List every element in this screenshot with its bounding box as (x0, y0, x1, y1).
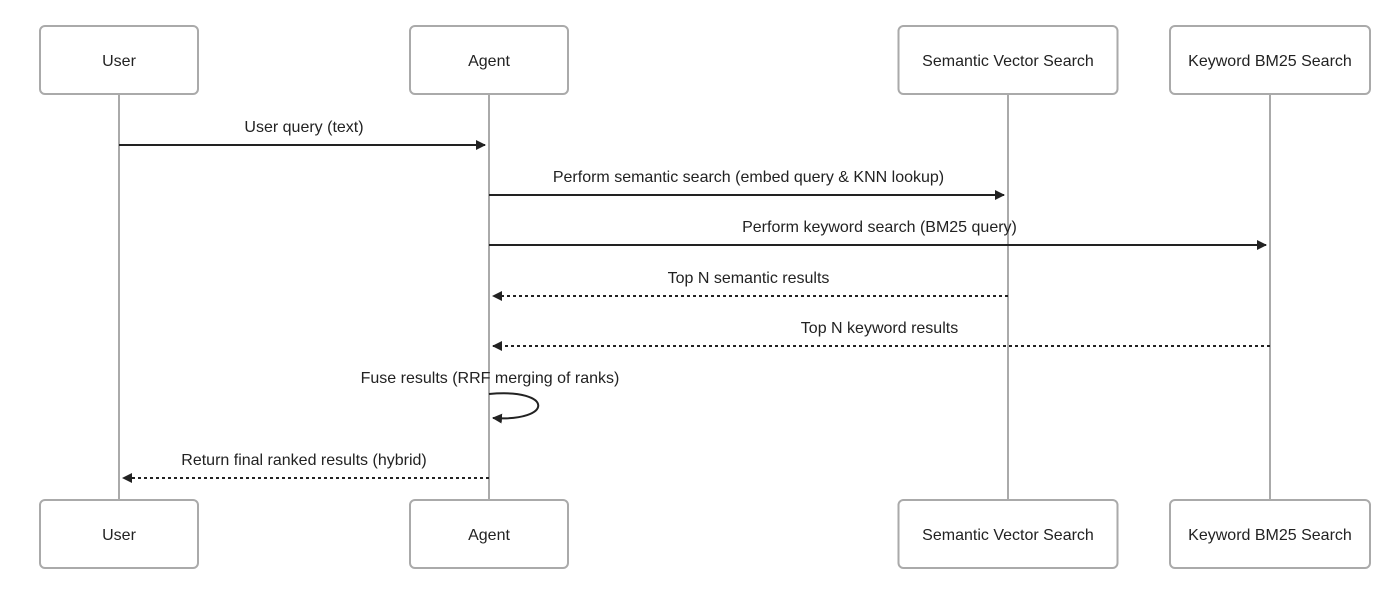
self-message-arrow (488, 392, 540, 424)
participant-box (897, 25, 1119, 95)
message-label: Perform keyword search (BM25 query) (742, 219, 1017, 236)
participant-user-bottom: User (39, 499, 199, 569)
participant-box (409, 499, 569, 569)
message-6: Fuse results (RRF merging of ranks) (361, 370, 620, 424)
message-1: User query (text) (119, 119, 486, 150)
participant-label: Semantic Vector Search (922, 53, 1094, 70)
message-label: Top N keyword results (801, 320, 958, 337)
message-5: Top N keyword results (492, 320, 1270, 351)
message-label: Top N semantic results (668, 270, 830, 287)
participant-keyword-bottom: Keyword BM25 Search (1169, 499, 1371, 569)
participant-box (39, 499, 199, 569)
participant-box (409, 25, 569, 95)
participant-label: User (102, 527, 136, 544)
message-2: Perform semantic search (embed query & K… (489, 169, 1005, 200)
participant-semantic-top: Semantic Vector Search (897, 25, 1119, 95)
participant-agent-top: Agent (409, 25, 569, 95)
participant-box (1169, 499, 1371, 569)
message-label: Fuse results (RRF merging of ranks) (361, 370, 620, 387)
message-4: Top N semantic results (492, 270, 1008, 301)
message-label: Return final ranked results (hybrid) (181, 452, 426, 469)
message-3: Perform keyword search (BM25 query) (489, 219, 1267, 250)
participant-box (39, 25, 199, 95)
message-label: User query (text) (244, 119, 363, 136)
participant-label: Agent (468, 527, 510, 544)
message-7: Return final ranked results (hybrid) (122, 452, 489, 483)
message-label: Perform semantic search (embed query & K… (553, 169, 944, 186)
participant-box (897, 499, 1119, 569)
participant-agent-bottom: Agent (409, 499, 569, 569)
participant-label: Keyword BM25 Search (1188, 53, 1352, 70)
participant-semantic-bottom: Semantic Vector Search (897, 499, 1119, 569)
participant-label: Semantic Vector Search (922, 527, 1094, 544)
participant-label: User (102, 53, 136, 70)
participant-label: Keyword BM25 Search (1188, 527, 1352, 544)
participant-user-top: User (39, 25, 199, 95)
participant-box (1169, 25, 1371, 95)
participant-keyword-top: Keyword BM25 Search (1169, 25, 1371, 95)
participant-label: Agent (468, 53, 510, 70)
